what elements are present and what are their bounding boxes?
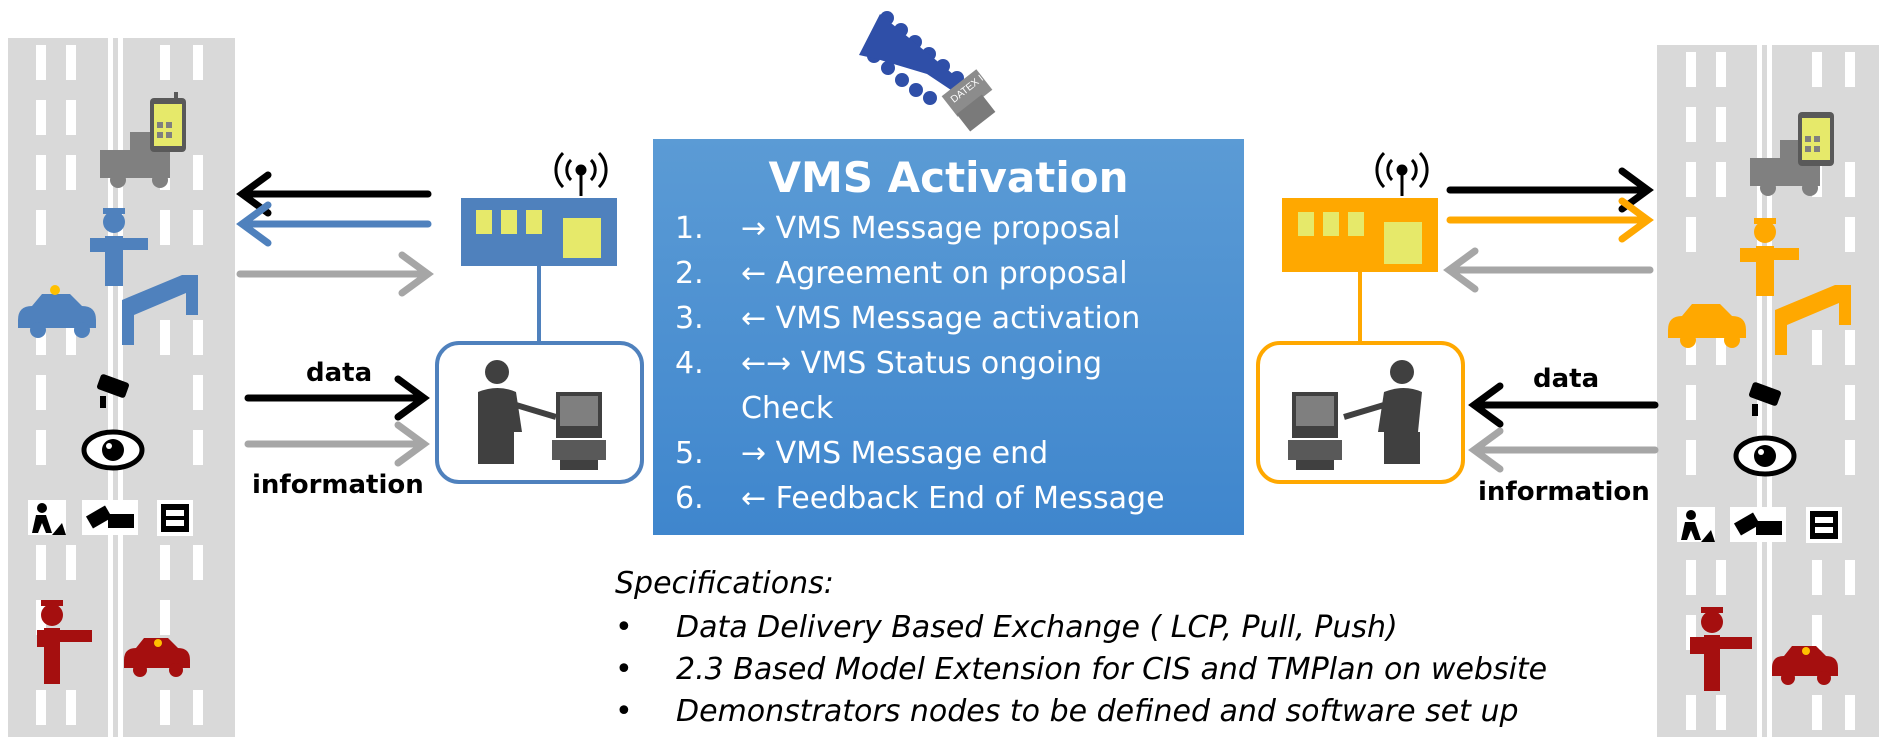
roadwork-icon: [28, 500, 66, 535]
vms-title: VMS Activation: [768, 153, 1129, 202]
barrier-icon: [122, 275, 198, 345]
step-2: 2.← Agreement on proposal: [675, 256, 1128, 291]
specifications-title: Specifications:: [615, 566, 834, 601]
traffic-officer-red-icon: [37, 600, 92, 684]
step-5: 5.→ VMS Message end: [675, 436, 1049, 471]
step-1: 1.→ VMS Message proposal: [675, 211, 1121, 246]
camera-icon: [97, 374, 129, 408]
spec-item-1: •Data Delivery Based Exchange ( LCP, Pul…: [615, 610, 1398, 645]
operator-workstation-icon: [435, 341, 644, 484]
car-red-icon: [124, 638, 190, 677]
truck-with-phone-icon: [100, 92, 186, 188]
spec-item-2: •2.3 Based Model Extension for CIS and T…: [615, 652, 1548, 687]
wireless-antenna-icon-right: [1375, 151, 1429, 196]
left-node-device: [461, 198, 617, 343]
car-red-icon-right: [1772, 646, 1838, 685]
accident-icon-right: [1730, 507, 1786, 542]
step-6: 6.← Feedback End of Message: [675, 481, 1165, 516]
eye-icon-right: [1733, 435, 1797, 477]
congestion-icon: [157, 500, 193, 536]
congestion-icon-right: [1806, 507, 1842, 543]
car-icon: [18, 285, 96, 338]
left-data-label: data: [306, 358, 373, 388]
spec-item-3: •Demonstrators nodes to be defined and s…: [615, 694, 1519, 729]
accident-icon: [82, 500, 138, 535]
traffic-officer-orange-icon: [1740, 218, 1799, 296]
datex-logo-icon: [859, 11, 996, 132]
car-orange-icon: [1668, 304, 1746, 348]
roadwork-icon-right: [1677, 507, 1715, 542]
right-information-label: information: [1478, 477, 1650, 507]
wireless-antenna-icon: [554, 151, 608, 196]
eye-icon: [81, 429, 145, 471]
traffic-officer-red-icon-right: [1690, 607, 1752, 691]
step-4-continuation: Check: [741, 391, 834, 426]
camera-icon-right: [1749, 382, 1781, 416]
truck-with-phone-icon-right: [1750, 112, 1834, 196]
barrier-orange-icon: [1775, 285, 1851, 355]
right-arrows: [1443, 167, 1659, 473]
left-information-label: information: [252, 470, 424, 500]
left-arrows: [236, 171, 434, 467]
step-4: 4.←→ VMS Status ongoing: [675, 346, 1103, 381]
vms-activation-box: VMS Activation 1.→ VMS Message proposal …: [653, 139, 1244, 535]
right-node-device: [1282, 198, 1438, 343]
step-3: 3.← VMS Message activation: [675, 301, 1141, 336]
right-data-label: data: [1533, 364, 1600, 394]
traffic-officer-icon: [90, 208, 148, 286]
operator-workstation-icon-right: [1256, 341, 1465, 484]
